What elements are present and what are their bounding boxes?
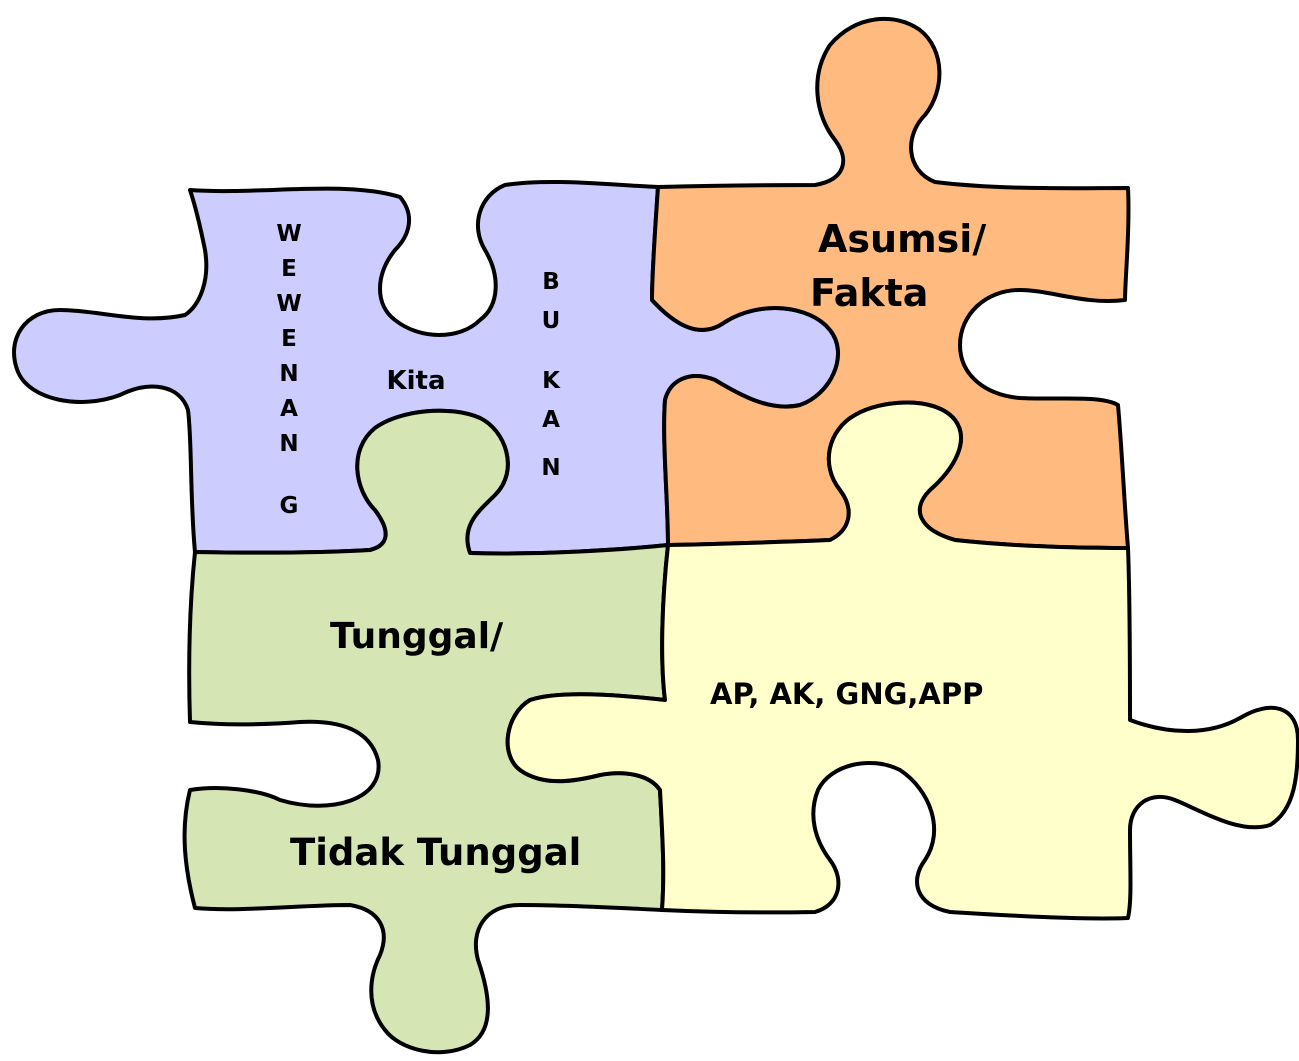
bukan-letter: A — [542, 407, 560, 433]
ap-ak-gng-app-label: AP, AK, GNG,APP — [710, 677, 983, 711]
wewenang-letter: W — [276, 291, 301, 317]
bukan-letter: B — [542, 269, 560, 295]
wewenang-letter: E — [281, 256, 297, 282]
wewenang-letter: N — [279, 431, 298, 457]
fakta-label: Fakta — [810, 271, 928, 315]
kita-label: Kita — [386, 366, 445, 396]
tidak-tunggal-label: Tidak Tunggal — [290, 831, 581, 874]
bukan-letter: U — [542, 308, 561, 334]
wewenang-letter: N — [279, 361, 298, 387]
tunggal-label: Tunggal/ — [330, 616, 504, 657]
wewenang-letter: A — [280, 396, 298, 422]
wewenang-letter: E — [281, 326, 297, 352]
wewenang-letter: G — [280, 493, 299, 519]
bukan-letter: K — [542, 368, 561, 394]
asumsi-label: Asumsi/ — [818, 217, 986, 261]
bukan-letter: N — [541, 455, 560, 481]
puzzle-piece-ap — [505, 400, 1299, 921]
wewenang-letter: W — [276, 221, 301, 247]
